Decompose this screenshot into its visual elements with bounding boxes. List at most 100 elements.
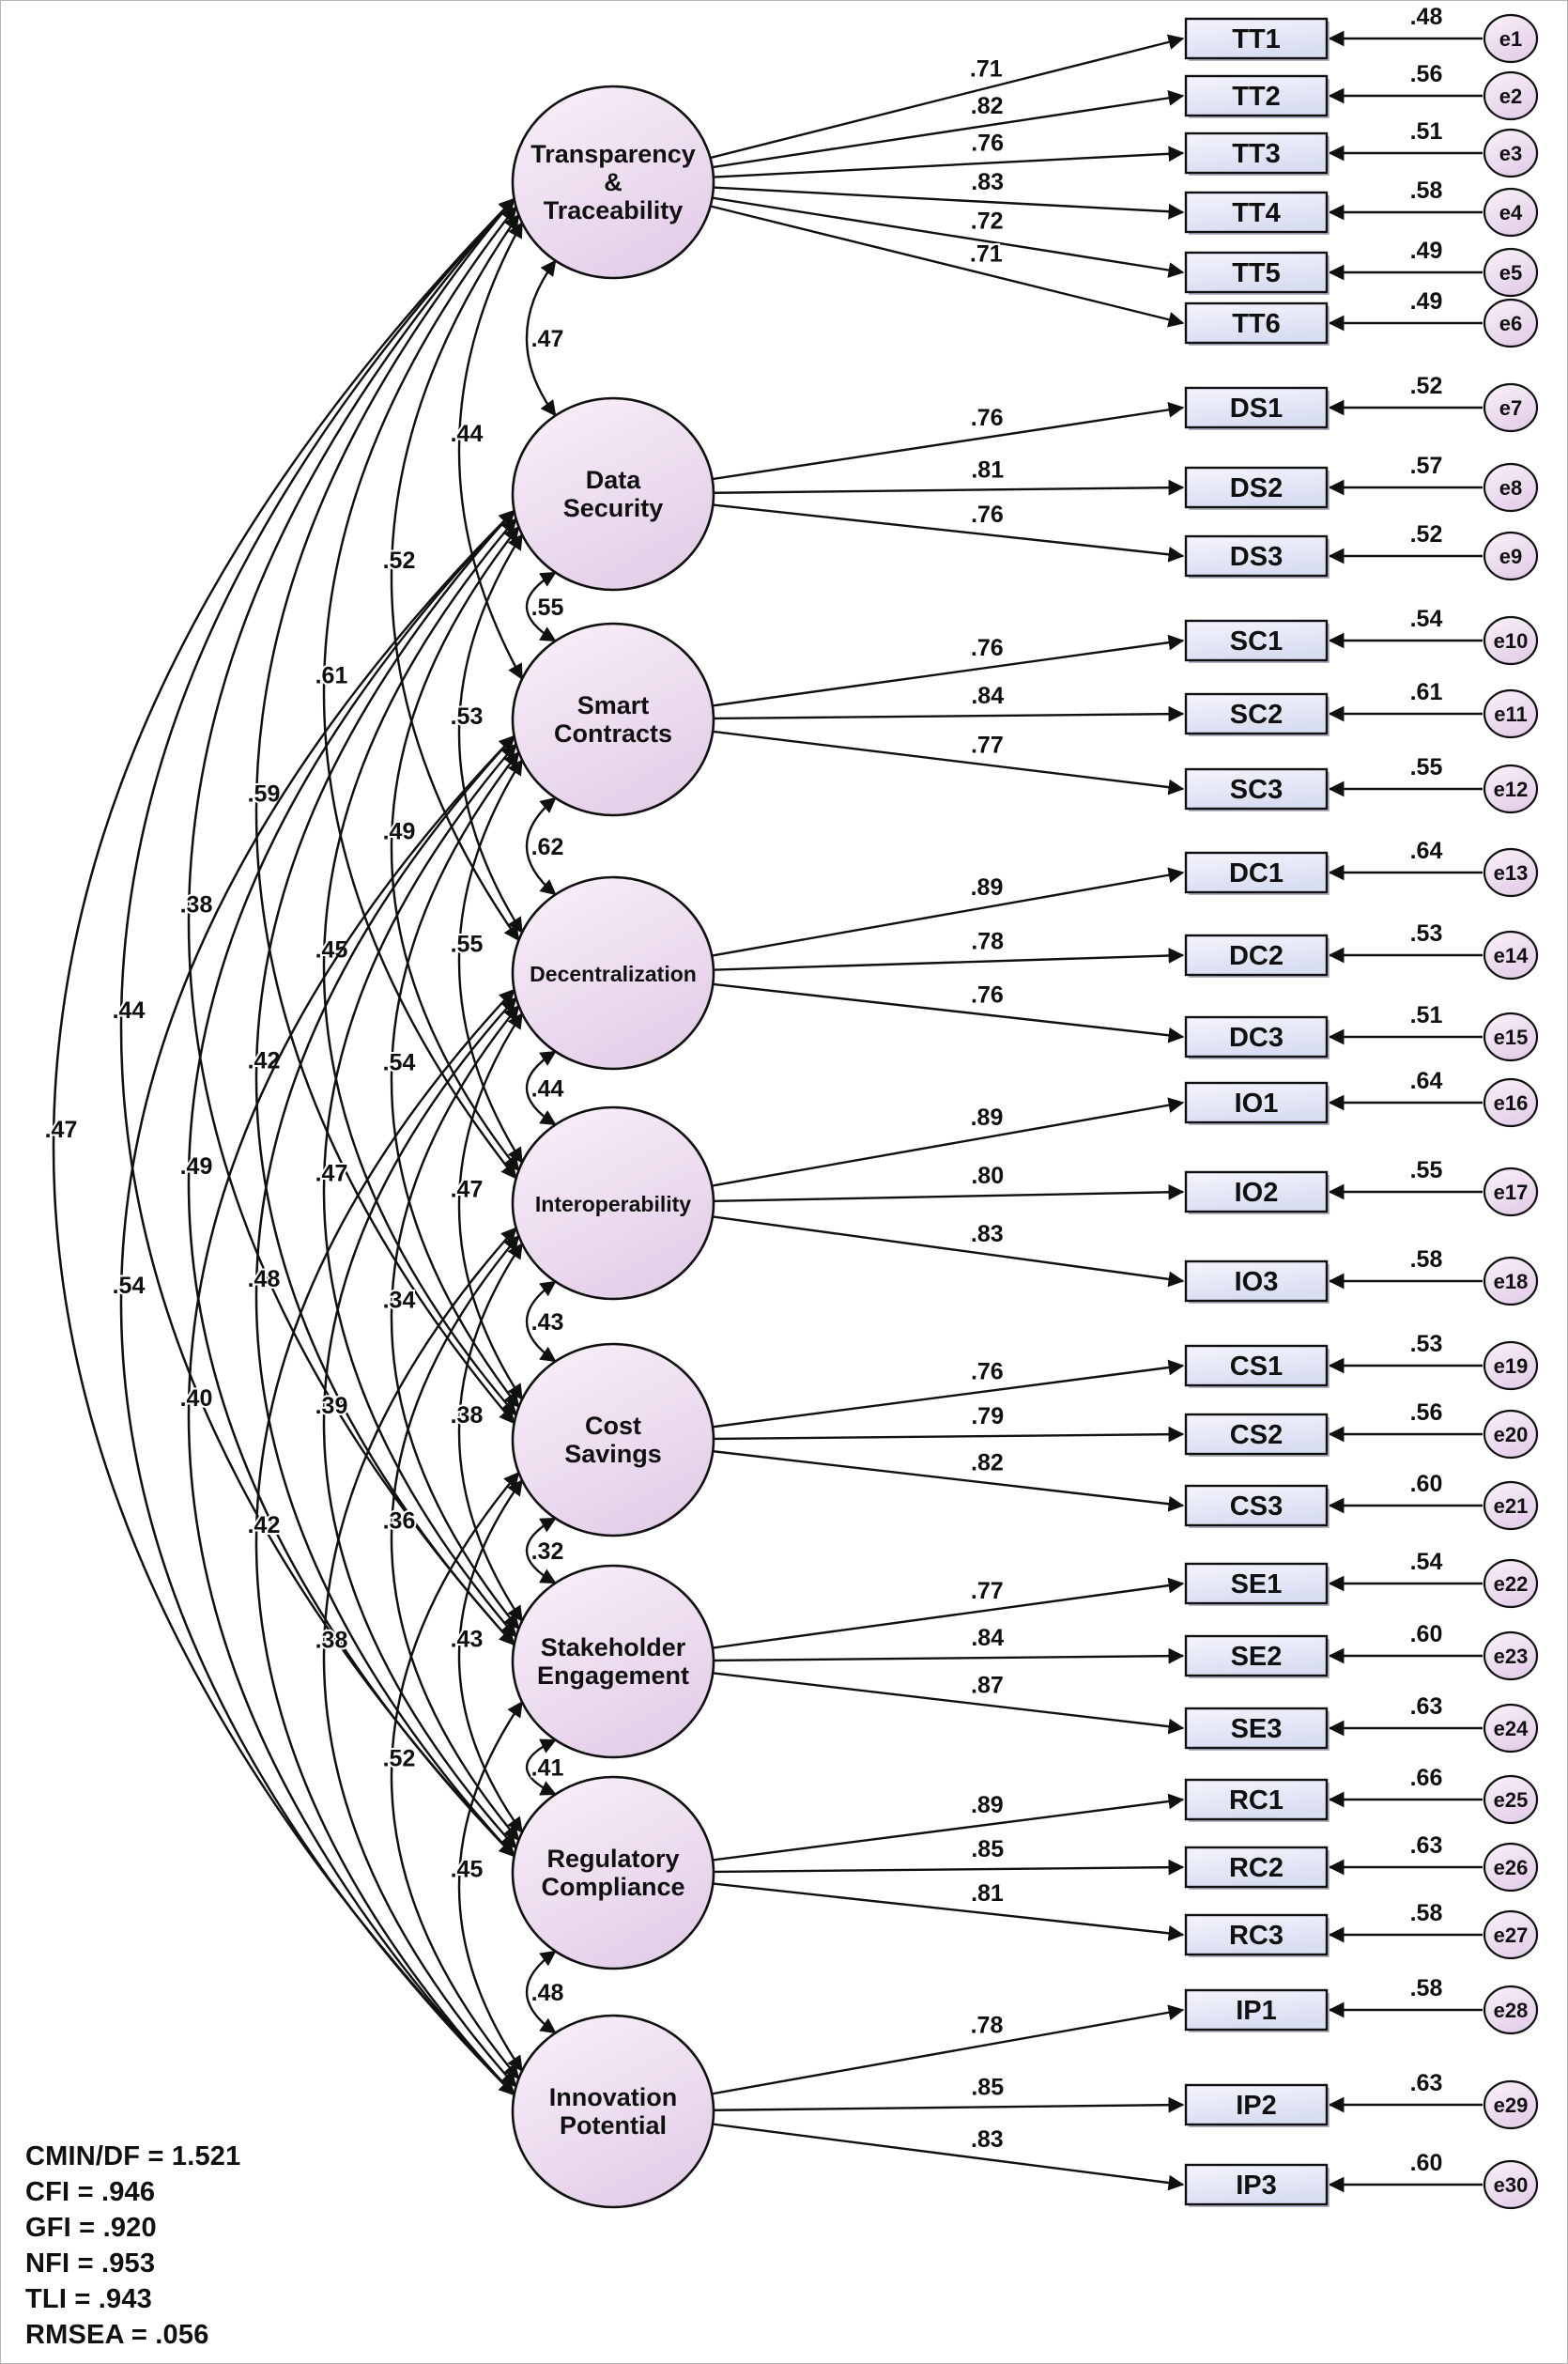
covariance-arrow (322, 518, 517, 1416)
error-variance-label: .58 (1410, 178, 1443, 204)
error-term-label: e7 (1499, 396, 1522, 420)
latent-factor-label: Savings (564, 1440, 662, 1468)
error-variance-label: .57 (1410, 453, 1443, 479)
loading-arrow (713, 1183, 1185, 1203)
indicator-box-CS1 (1184, 1344, 1329, 1387)
error-variance-label: .56 (1410, 61, 1443, 87)
error-term-label: e21 (1494, 1494, 1529, 1518)
fit-index-line: RMSEA = .056 (25, 2320, 209, 2350)
loading-value-label: .83 (971, 1221, 1004, 1247)
error-term-e16 (1483, 1077, 1539, 1128)
error-variance-label: .53 (1410, 1331, 1443, 1357)
covariance-arrow (457, 1479, 524, 1833)
latent-factor-SC (511, 622, 715, 817)
loading-arrow (713, 2096, 1185, 2113)
covariance-arrow (187, 197, 515, 1646)
covariance-arrow (390, 213, 520, 942)
error-term-label: e11 (1494, 703, 1528, 726)
covariance-value-label: .49 (180, 1153, 213, 1180)
loading-arrow (712, 1577, 1185, 1649)
covariance-arrow (322, 743, 517, 1638)
error-variance-label: .63 (1410, 1693, 1443, 1720)
latent-factor-CS (511, 1342, 715, 1537)
loading-value-label: .81 (971, 456, 1004, 483)
covariance-value-label: .49 (383, 819, 416, 845)
loading-arrow (712, 634, 1185, 707)
error-term-e23 (1483, 1630, 1539, 1681)
indicator-label: CS2 (1230, 1420, 1283, 1450)
loading-value-label: .82 (971, 93, 1004, 119)
covariance-arrow (390, 1234, 520, 1842)
covariance-arrow (254, 197, 515, 1425)
error-variance-label: .58 (1410, 1900, 1443, 1926)
covariance-value-label: .47 (315, 1161, 348, 1187)
covariance-arrow (526, 1517, 557, 1584)
latent-factor-label: Interoperability (535, 1192, 691, 1216)
error-term-e10 (1483, 615, 1539, 666)
error-term-e24 (1483, 1703, 1539, 1754)
indicator-box-TT3 (1184, 131, 1329, 175)
covariance-value-label: .38 (315, 1628, 348, 1654)
covariance-value-label: .38 (180, 892, 213, 919)
indicator-box-SC3 (1184, 767, 1329, 811)
indicator-box-SE1 (1184, 1562, 1329, 1605)
covariance-value-label: .54 (113, 1273, 146, 1299)
loading-value-label: .85 (971, 2074, 1004, 2100)
indicator-box-IO2 (1184, 1170, 1329, 1213)
fit-index-line: CMIN/DF = 1.521 (25, 2141, 241, 2171)
indicator-box-RC1 (1184, 1778, 1329, 1821)
error-term-label: e23 (1494, 1645, 1529, 1668)
covariance-value-label: .52 (383, 548, 416, 574)
latent-factor-SE (511, 1564, 715, 1759)
model-fit-indices: CMIN/DF = 1.521 CFI = .946 GFI = .920 NF… (25, 2139, 240, 2353)
indicator-box-DC1 (1184, 851, 1329, 894)
error-term-label: e10 (1494, 629, 1529, 653)
covariance-value-label: .55 (531, 595, 564, 621)
indicator-box-TT6 (1184, 301, 1329, 345)
indicator-label: IO1 (1235, 1089, 1279, 1119)
error-variance-label: .58 (1410, 1975, 1443, 2001)
loading-arrow (712, 1359, 1185, 1429)
indicator-label: SE1 (1231, 1569, 1283, 1599)
latent-factor-label: Regulatory (546, 1845, 679, 1873)
covariance-value-label: .32 (531, 1538, 564, 1565)
loading-value-label: .83 (971, 169, 1004, 195)
latent-factor-label: Data (586, 466, 642, 494)
covariance-arrow (457, 758, 524, 1165)
indicator-label: IP2 (1236, 2091, 1277, 2121)
loading-value-label: .76 (971, 405, 1004, 431)
covariance-arrow (119, 509, 515, 2096)
error-term-label: e8 (1499, 476, 1522, 500)
covariance-value-label: .62 (531, 834, 564, 860)
loading-value-label: .78 (971, 929, 1004, 955)
fit-index-line: TLI = .943 (25, 2284, 152, 2314)
indicator-box-TT4 (1184, 191, 1329, 234)
error-term-label: e16 (1494, 1091, 1529, 1115)
indicator-label: IP3 (1236, 2171, 1277, 2201)
error-variance-label: .56 (1410, 1399, 1443, 1426)
error-term-e13 (1483, 847, 1539, 898)
indicator-box-CS2 (1184, 1413, 1329, 1456)
error-variance-label: .51 (1410, 118, 1443, 145)
covariance-value-label: .34 (383, 1288, 416, 1314)
covariance-arrow (187, 509, 515, 1858)
covariance-arrow (526, 571, 557, 642)
loading-arrow (713, 982, 1185, 1043)
indicator-label: CS3 (1230, 1491, 1283, 1522)
error-variance-label: .54 (1410, 1549, 1443, 1575)
error-variance-label: .55 (1410, 1157, 1443, 1183)
error-term-label: e22 (1494, 1572, 1529, 1596)
covariance-arrow (526, 1738, 557, 1796)
error-term-e26 (1483, 1842, 1539, 1893)
loading-arrow (712, 730, 1185, 796)
indicator-label: DS1 (1230, 394, 1283, 424)
fit-index-line: GFI = .920 (25, 2213, 157, 2243)
covariance-arrow (187, 734, 515, 2096)
error-term-label: e13 (1494, 861, 1529, 885)
latent-factor-label: Innovation (549, 2083, 678, 2111)
error-term-e6 (1483, 298, 1539, 348)
indicator-box-TT5 (1184, 251, 1329, 294)
indicator-box-RC3 (1184, 1913, 1329, 1956)
error-term-e1 (1483, 13, 1539, 64)
